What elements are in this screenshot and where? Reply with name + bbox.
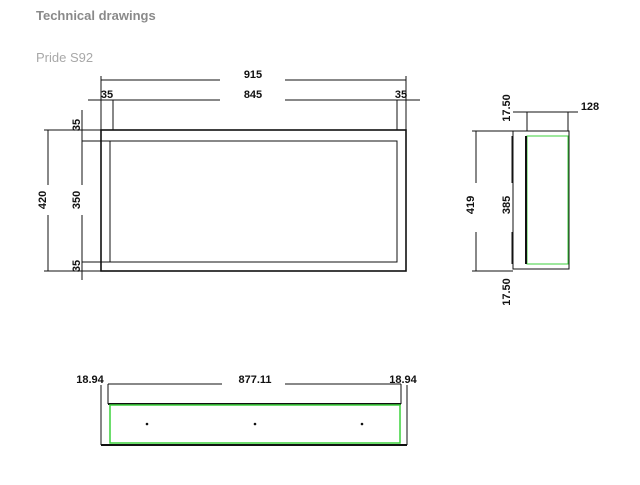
top-right-offset: 18.94 [389,374,417,386]
front-overall-width: 915 [244,69,262,81]
top-width: 877.11 [238,374,271,386]
page-heading: Technical drawings [36,8,156,23]
side-bottom-offset: 17.50 [501,278,513,306]
side-view: 128 17.50 17.50 419 385 [465,94,599,306]
side-top-offset: 17.50 [501,94,513,122]
top-view: 18.94 877.11 18.94 [76,374,418,446]
front-inner-width: 845 [244,89,262,101]
side-overall-height: 419 [465,196,477,214]
front-view: 915 845 35 35 420 350 35 35 [37,69,420,280]
side-depth: 128 [581,101,599,113]
model-name: Pride S92 [36,50,94,65]
side-inner-height: 385 [501,196,513,214]
front-overall-height: 420 [37,191,49,209]
front-left-frame: 35 [101,89,113,101]
front-inner-height: 350 [71,191,83,209]
front-right-frame: 35 [395,89,407,101]
front-top-frame: 35 [71,119,83,131]
top-left-offset: 18.94 [76,374,104,386]
front-bottom-frame: 35 [71,260,83,272]
